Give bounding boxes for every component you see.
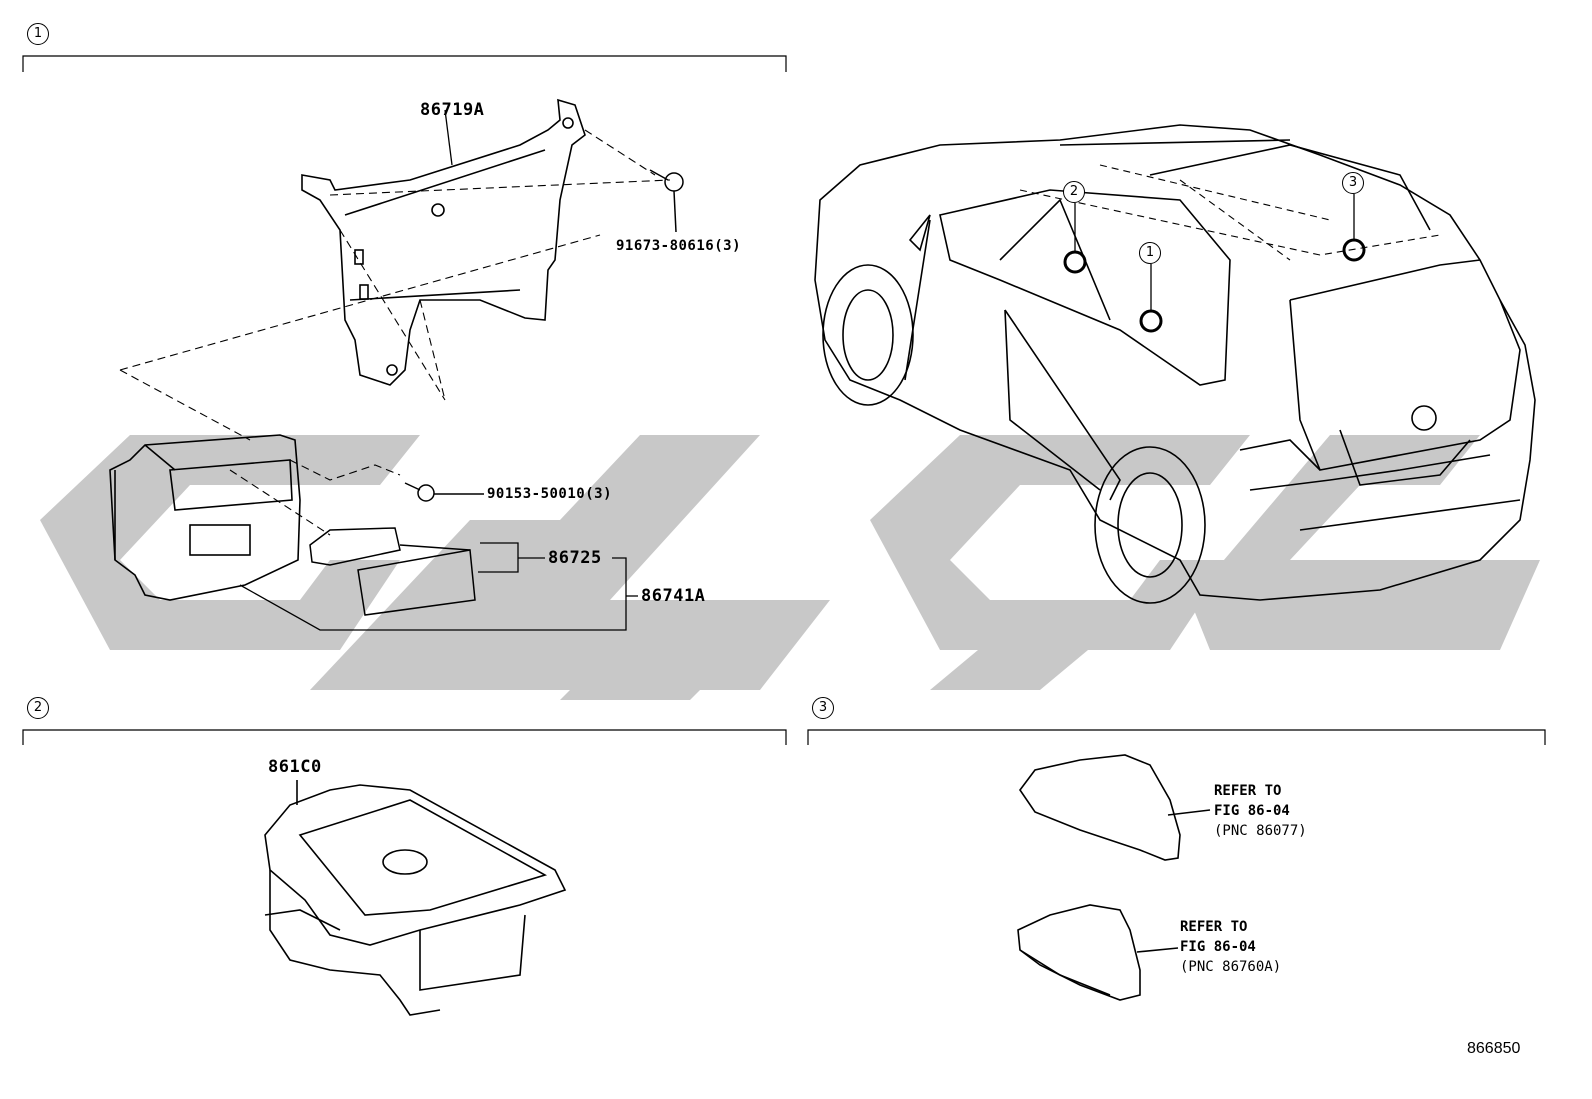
vehicle-location-markers	[1063, 238, 1366, 333]
refer-line-3: (PNC 86760A)	[1180, 959, 1282, 975]
section-number-2: 2	[27, 697, 49, 719]
section-bracket-1	[22, 55, 787, 72]
vehicle-roof-dashed	[1019, 164, 1441, 261]
vehicle-callout-3: 3	[1342, 172, 1364, 194]
refer-line-3: (PNC 86077)	[1214, 823, 1307, 839]
mounting-bracket-drawing	[301, 98, 586, 386]
vehicle-callout-leaders	[1074, 194, 1355, 311]
shark-fin-antenna-86077-drawing	[1019, 754, 1211, 861]
bolt-90153-drawing	[404, 482, 484, 502]
refer-note-86077: REFER TO FIG 86-04 (PNC 86077)	[1214, 781, 1307, 841]
bolt-91673-drawing	[649, 169, 684, 233]
vehicle-callout-1: 1	[1139, 242, 1161, 264]
part-label-861C0: 861C0	[268, 757, 322, 777]
diagram-id: 866850	[1467, 1040, 1521, 1057]
control-module-86741A-drawing	[109, 434, 301, 601]
dashed-guide-lines	[119, 129, 671, 536]
vehicle-callout-2: 2	[1063, 181, 1085, 203]
shark-fin-antenna-86760A-drawing	[1017, 904, 1179, 1001]
section-number-1: 1	[27, 23, 49, 45]
part-label-86725: 86725	[548, 548, 602, 568]
section-bracket-3	[807, 729, 1546, 745]
refer-line-2: FIG 86-04	[1180, 939, 1256, 955]
section-number-3: 3	[812, 697, 834, 719]
refer-line-1: REFER TO	[1180, 919, 1248, 935]
vehicle-drawing	[814, 124, 1536, 601]
part-label-91673-80616: 91673-80616(3)	[616, 238, 742, 254]
leader-lines-section-1	[239, 109, 638, 631]
refer-line-1: REFER TO	[1214, 783, 1282, 799]
module-861C0-drawing	[264, 780, 567, 1016]
part-label-86741A: 86741A	[641, 586, 706, 606]
vehicle-wheels	[822, 264, 1206, 604]
part-label-86719A: 86719A	[420, 100, 485, 120]
module-86725-drawing	[309, 527, 476, 616]
watermark-logo	[40, 435, 1540, 700]
refer-note-86760A: REFER TO FIG 86-04 (PNC 86760A)	[1180, 917, 1281, 977]
refer-line-2: FIG 86-04	[1214, 803, 1290, 819]
section-bracket-2	[22, 729, 787, 745]
part-label-90153-50010: 90153-50010(3)	[487, 486, 613, 502]
